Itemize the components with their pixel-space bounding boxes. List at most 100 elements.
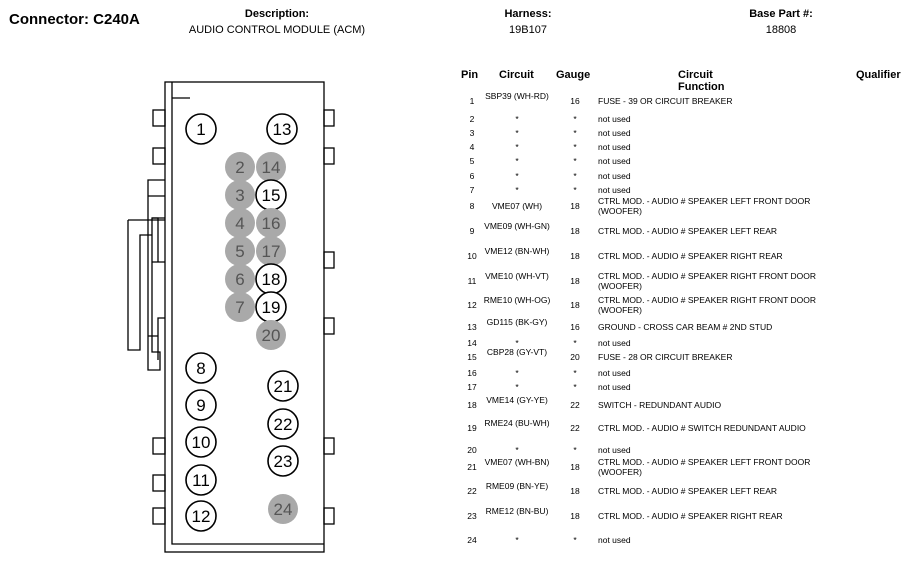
cell-gauge: 18 bbox=[570, 511, 580, 521]
cell-circuit: SBP39 (WH-RD) bbox=[485, 91, 549, 101]
harness-block: Harness: 19B107 bbox=[475, 8, 581, 36]
pin-number: 10 bbox=[192, 433, 211, 452]
cell-function: CTRL MOD. - AUDIO # SWITCH REDUNDANT AUD… bbox=[598, 423, 806, 433]
cell-circuit: * bbox=[515, 382, 519, 392]
pin-cavity-23: 23 bbox=[267, 445, 299, 477]
cell-circuit: VME10 (WH-VT) bbox=[485, 271, 549, 281]
pin-cavity-3: 3 bbox=[225, 180, 255, 210]
pin-circle bbox=[185, 500, 217, 532]
pin-number: 5 bbox=[235, 242, 244, 261]
cell-gauge: 18 bbox=[570, 462, 580, 472]
cell-function: not used bbox=[598, 114, 631, 124]
cell-gauge: * bbox=[573, 382, 577, 392]
cell-function: not used bbox=[598, 535, 631, 545]
pin-cavity-12: 12 bbox=[185, 500, 217, 532]
cell-circuit: VME07 (WH) bbox=[491, 201, 543, 211]
cell-gauge: * bbox=[573, 445, 577, 455]
cell-pin: 9 bbox=[469, 226, 475, 236]
col-function-header: Circuit Function bbox=[678, 69, 725, 93]
cell-gauge: 16 bbox=[570, 322, 580, 332]
cell-pin: 11 bbox=[467, 276, 477, 286]
pin-circle bbox=[267, 408, 299, 440]
harness-value: 19B107 bbox=[509, 24, 547, 36]
cell-pin: 5 bbox=[469, 156, 475, 166]
connector-housing bbox=[127, 81, 335, 553]
col-gauge-header: Gauge bbox=[556, 69, 591, 81]
pin-number: 1 bbox=[196, 120, 205, 139]
cell-pin: 12 bbox=[467, 300, 477, 310]
cell-circuit: VME14 (GY-YE) bbox=[486, 395, 548, 405]
cell-gauge: 18 bbox=[570, 276, 580, 286]
pin-cavity-22: 22 bbox=[267, 408, 299, 440]
pin-cavity-5: 5 bbox=[225, 236, 255, 266]
cell-function: FUSE - 39 OR CIRCUIT BREAKER bbox=[598, 96, 733, 106]
cell-circuit: * bbox=[515, 535, 519, 545]
cell-function: CTRL MOD. - AUDIO # SPEAKER RIGHT FRONT … bbox=[598, 295, 817, 315]
pin-cavity-20: 20 bbox=[256, 320, 286, 350]
cell-pin: 14 bbox=[467, 338, 477, 348]
cell-function: not used bbox=[598, 338, 631, 348]
cell-circuit: * bbox=[515, 114, 519, 124]
pin-circle bbox=[256, 320, 286, 350]
pin-cavity-19: 19 bbox=[255, 291, 287, 323]
pin-circle bbox=[225, 180, 255, 210]
pin-number: 18 bbox=[262, 270, 281, 289]
pin-number: 7 bbox=[235, 298, 244, 317]
pin-cavity-18: 18 bbox=[255, 263, 287, 295]
cell-gauge: 18 bbox=[570, 201, 580, 211]
cell-pin: 20 bbox=[467, 445, 477, 455]
base-part-value: 18808 bbox=[765, 24, 797, 36]
cell-pin: 10 bbox=[467, 251, 477, 261]
cell-circuit: RME10 (WH-OG) bbox=[483, 295, 551, 305]
pin-circle bbox=[267, 445, 299, 477]
pin-circle bbox=[267, 370, 299, 402]
cell-pin: 4 bbox=[469, 142, 475, 152]
pin-cavity-8: 8 bbox=[185, 352, 217, 384]
cell-circuit: * bbox=[515, 156, 519, 166]
base-part-block: Base Part #: 18808 bbox=[730, 8, 832, 36]
cell-gauge: * bbox=[573, 128, 577, 138]
pin-cavity-13: 13 bbox=[266, 113, 298, 145]
pin-cavity-6: 6 bbox=[225, 264, 255, 294]
cell-circuit: * bbox=[515, 338, 519, 348]
cell-function: not used bbox=[598, 382, 631, 392]
cell-gauge: * bbox=[573, 338, 577, 348]
cell-circuit: VME09 (WH-GN) bbox=[484, 221, 550, 231]
pin-circle bbox=[185, 113, 217, 145]
cell-pin: 15 bbox=[467, 352, 477, 362]
cell-gauge: 18 bbox=[570, 300, 580, 310]
cell-circuit: VME12 (BN-WH) bbox=[484, 246, 550, 256]
cell-gauge: * bbox=[573, 185, 577, 195]
pin-circle bbox=[256, 208, 286, 238]
pin-number: 17 bbox=[262, 242, 281, 261]
cell-gauge: * bbox=[573, 368, 577, 378]
cell-function: not used bbox=[598, 445, 631, 455]
cell-pin: 18 bbox=[467, 400, 477, 410]
pin-cavity-1: 1 bbox=[185, 113, 217, 145]
pin-number: 6 bbox=[235, 270, 244, 289]
cell-pin: 6 bbox=[469, 171, 475, 181]
pin-number: 19 bbox=[262, 298, 281, 317]
cell-pin: 1 bbox=[469, 96, 475, 106]
pin-number: 4 bbox=[235, 214, 244, 233]
cell-function: FUSE - 28 OR CIRCUIT BREAKER bbox=[598, 352, 733, 362]
cell-pin: 17 bbox=[467, 382, 477, 392]
cell-function: not used bbox=[598, 171, 631, 181]
pin-number: 20 bbox=[262, 326, 281, 345]
col-qualifier-header: Qualifier bbox=[856, 69, 901, 81]
pin-number: 3 bbox=[235, 186, 244, 205]
cell-pin: 19 bbox=[467, 423, 477, 433]
cell-function: CTRL MOD. - AUDIO # SPEAKER LEFT FRONT D… bbox=[598, 457, 811, 477]
pin-circle bbox=[256, 152, 286, 182]
pin-cavity-2: 2 bbox=[225, 152, 255, 182]
cell-gauge: * bbox=[573, 171, 577, 181]
cell-function: CTRL MOD. - AUDIO # SPEAKER LEFT REAR bbox=[598, 226, 778, 236]
cell-pin: 24 bbox=[467, 535, 477, 545]
cell-function: CTRL MOD. - AUDIO # SPEAKER RIGHT REAR bbox=[598, 511, 783, 521]
pin-circle bbox=[225, 292, 255, 322]
pin-number: 2 bbox=[235, 158, 244, 177]
cell-function: CTRL MOD. - AUDIO # SPEAKER LEFT FRONT D… bbox=[598, 196, 811, 216]
cell-circuit: * bbox=[515, 128, 519, 138]
cell-function: not used bbox=[598, 185, 631, 195]
